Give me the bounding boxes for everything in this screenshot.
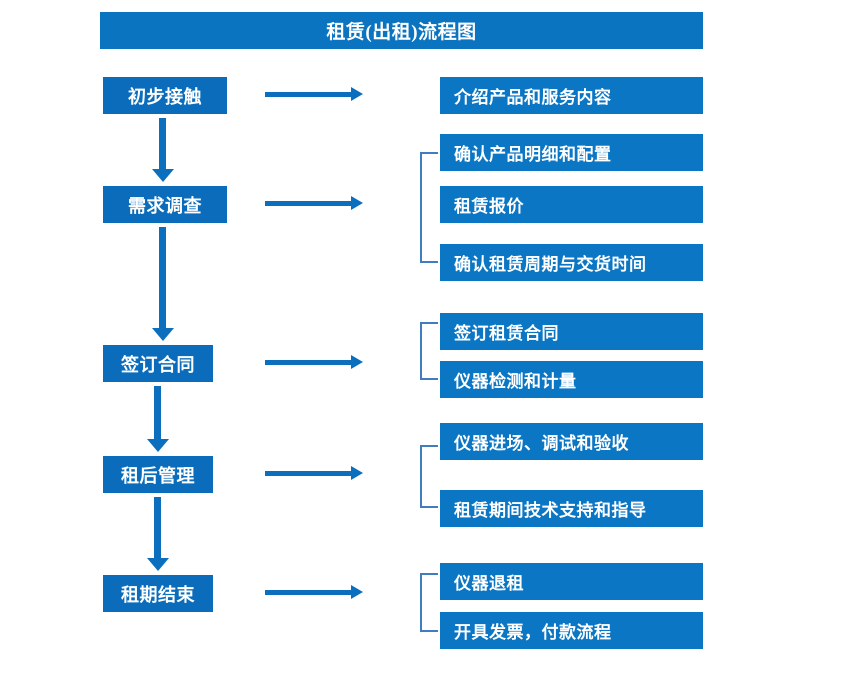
bracket-connector-5 [420, 573, 438, 632]
horizontal-arrow-4 [265, 464, 363, 484]
stage-box-4[interactable]: 租后管理 [103, 456, 213, 493]
bracket-connector-3 [420, 322, 438, 380]
vertical-arrow-4 [147, 497, 169, 571]
horizontal-arrow-1 [265, 85, 363, 105]
bracket-connector-2 [420, 152, 438, 263]
stage-box-5[interactable]: 租期结束 [103, 575, 213, 612]
detail-box-1[interactable]: 介绍产品和服务内容 [440, 77, 703, 114]
vertical-arrow-1 [152, 118, 174, 182]
detail-box-4[interactable]: 确认租赁周期与交货时间 [440, 244, 703, 281]
horizontal-arrow-3 [265, 353, 363, 373]
vertical-arrow-2 [152, 227, 174, 341]
detail-box-5[interactable]: 签订租赁合同 [440, 313, 703, 350]
horizontal-arrow-2 [265, 194, 363, 214]
detail-box-6[interactable]: 仪器检测和计量 [440, 361, 703, 398]
detail-box-9[interactable]: 仪器退租 [440, 563, 703, 600]
diagram-title: 租赁(出租)流程图 [100, 12, 703, 49]
detail-box-2[interactable]: 确认产品明细和配置 [440, 134, 703, 171]
detail-box-3[interactable]: 租赁报价 [440, 186, 703, 223]
stage-box-3[interactable]: 签订合同 [103, 345, 213, 382]
bracket-connector-4 [420, 445, 438, 508]
horizontal-arrow-5 [265, 583, 363, 603]
detail-box-10[interactable]: 开具发票，付款流程 [440, 612, 703, 649]
detail-box-8[interactable]: 租赁期间技术支持和指导 [440, 490, 703, 527]
detail-box-7[interactable]: 仪器进场、调试和验收 [440, 423, 703, 460]
stage-box-2[interactable]: 需求调查 [103, 186, 227, 223]
stage-box-1[interactable]: 初步接触 [103, 77, 227, 114]
vertical-arrow-3 [147, 386, 169, 452]
